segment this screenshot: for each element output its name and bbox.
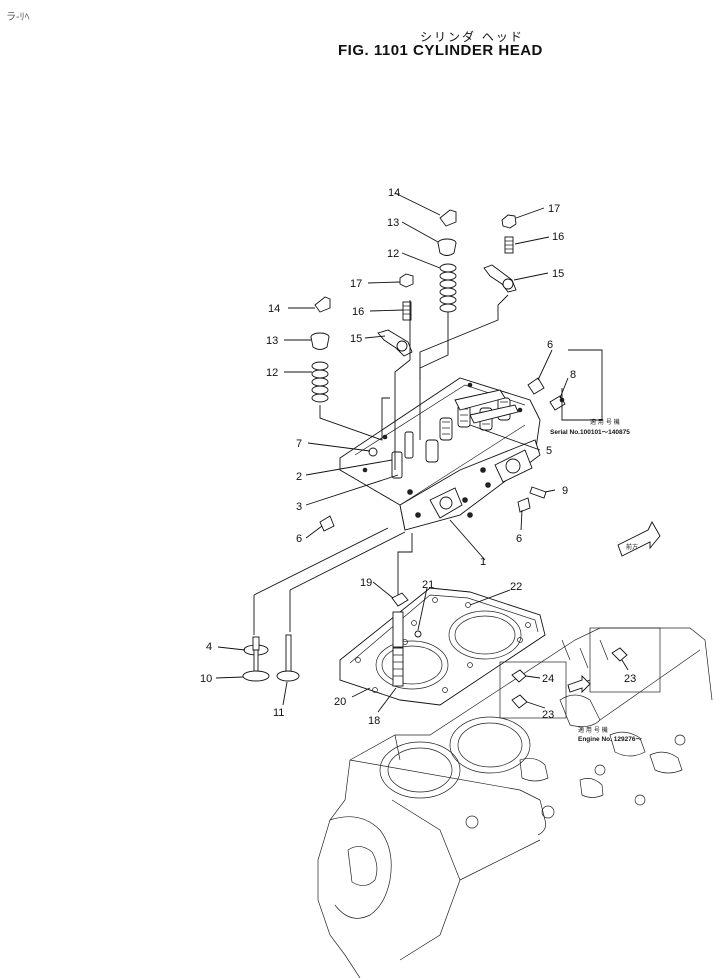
engine-note-jp: 適 用 号 機: [578, 726, 608, 734]
serial-note: Serial No.100101～140875: [550, 429, 630, 436]
engine-no-box: [499, 661, 567, 719]
arrow-icon: [567, 674, 591, 694]
callout-3: 3: [296, 501, 302, 513]
callout-15-left: 15: [350, 333, 362, 345]
callout-23-right: 23: [624, 673, 636, 685]
callout-24: 24: [542, 673, 554, 685]
forward-arrow-label: 前方: [626, 543, 638, 551]
callout-2: 2: [296, 471, 302, 483]
callout-6-top: 6: [547, 339, 553, 351]
corner-mark: ラ-ﾘﾍ: [6, 12, 30, 23]
callout-14-left: 14: [268, 303, 280, 315]
callout-17-left: 17: [350, 278, 362, 290]
cylinder-head-body: [339, 377, 541, 531]
engine-no-box-right: [589, 627, 661, 693]
callout-16-right: 16: [552, 231, 564, 243]
callout-23-box: 23: [542, 709, 554, 721]
callout-17-right: 17: [548, 203, 560, 215]
callout-11: 11: [273, 707, 284, 719]
callout-7: 7: [296, 438, 302, 450]
callout-4: 4: [206, 641, 212, 653]
callout-12-top: 12: [387, 248, 399, 260]
serial-note-jp: 適 用 号 機: [590, 418, 620, 426]
callout-13-top: 13: [387, 217, 399, 229]
callout-9: 9: [562, 485, 568, 497]
engine-block-outline: [317, 627, 713, 978]
applicability-notes: 適 用 号 機 Serial No.100101～140875 適 用 号 機 …: [550, 418, 642, 743]
callout-19: 19: [360, 577, 372, 589]
figure-title: FIG. 1101 CYLINDER HEAD: [338, 42, 543, 59]
callout-1: 1: [480, 556, 486, 568]
callout-12-left: 12: [266, 367, 278, 379]
head-gasket: [339, 587, 546, 706]
callout-22: 22: [510, 581, 522, 593]
engine-note: Engine No. 129276～: [578, 736, 642, 743]
callout-13-left: 13: [266, 335, 278, 347]
callout-14-top: 14: [388, 187, 400, 199]
callout-15-right: 15: [552, 268, 564, 280]
exploded-parts: [242, 209, 661, 709]
callout-5: 5: [546, 445, 552, 457]
callout-10: 10: [200, 673, 212, 685]
callout-6-right: 6: [516, 533, 522, 545]
callout-20: 20: [334, 696, 346, 708]
callout-16-left: 16: [352, 306, 364, 318]
callout-labels: 14 13 12 17 16 15 17 16 15 14 13 12 6 8 …: [200, 187, 636, 727]
callout-21: 21: [422, 579, 434, 591]
callout-18: 18: [368, 715, 380, 727]
callout-8: 8: [570, 369, 576, 381]
title-japanese: シリンダ ヘッド: [420, 30, 524, 44]
callout-6-left: 6: [296, 533, 302, 545]
